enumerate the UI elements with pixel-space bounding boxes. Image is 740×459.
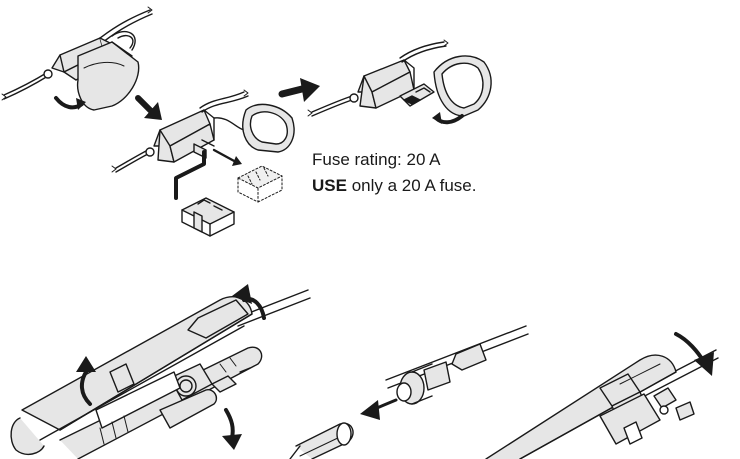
wire-sleeve-assembly-left [10,289,311,459]
insert-arrow-icon [360,398,398,420]
close-down-arrow-icon [674,332,714,376]
rotate-arrow-icon [54,96,86,110]
use-instruction-text: only a 20 A fuse. [346,176,477,195]
inline-fuse-wire [385,325,529,405]
opened-fuse-holder [111,89,295,173]
removed-fuse-ghost [237,165,283,203]
open-up-arrow-icon [76,356,96,406]
slide-up-arrow-icon [232,284,266,320]
remove-fuse-path-icon [174,148,242,200]
use-keyword: USE [312,176,347,195]
new-fuse [181,197,235,237]
closing-fuse-holder [307,39,492,117]
down-arrow-icon [222,408,242,450]
fuse-use-instruction: USE only a 20 A fuse. [312,176,476,196]
wire-sleeve-assembly-right [485,349,719,459]
rotate-back-arrow-icon [432,112,464,125]
fuse-rating-label: Fuse rating: 20 A [312,150,441,169]
closed-fuse-holder [1,6,153,111]
glass-fuse [289,422,354,459]
step-arrow-2-icon [278,78,320,102]
step-arrow-1-icon [135,95,162,120]
